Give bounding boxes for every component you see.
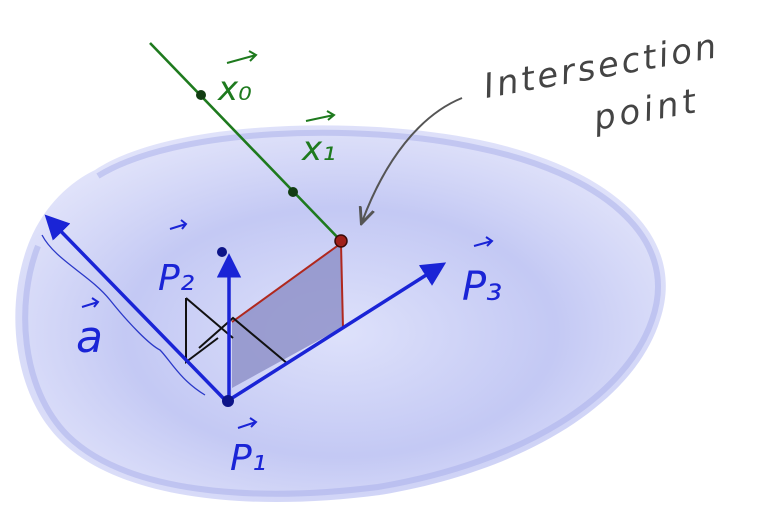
label-a: a — [76, 312, 103, 363]
point-p2 — [217, 247, 227, 257]
label-p1: P₁ — [230, 438, 266, 479]
green-line — [149, 42, 343, 243]
vector-p3 — [228, 262, 447, 402]
pointer-arrow — [362, 97, 463, 222]
label-x0: x₀ — [217, 69, 252, 109]
point-x1 — [288, 187, 298, 197]
plane-edge-stroke — [22, 129, 661, 497]
point-p1 — [222, 395, 234, 407]
label-x1: x₁ — [301, 129, 336, 169]
label-overarrows — [81, 50, 494, 429]
vector-a — [44, 214, 229, 404]
red-line-vertical — [340, 243, 344, 329]
shaded-region — [232, 244, 343, 388]
a-bracket — [41, 234, 206, 396]
point-x0 — [196, 90, 206, 100]
red-line-diagonal — [231, 243, 341, 323]
label-point: point — [590, 81, 703, 139]
label-p3: P₃ — [462, 264, 502, 310]
intersection-point — [334, 234, 348, 248]
label-p2: P₂ — [158, 258, 194, 299]
